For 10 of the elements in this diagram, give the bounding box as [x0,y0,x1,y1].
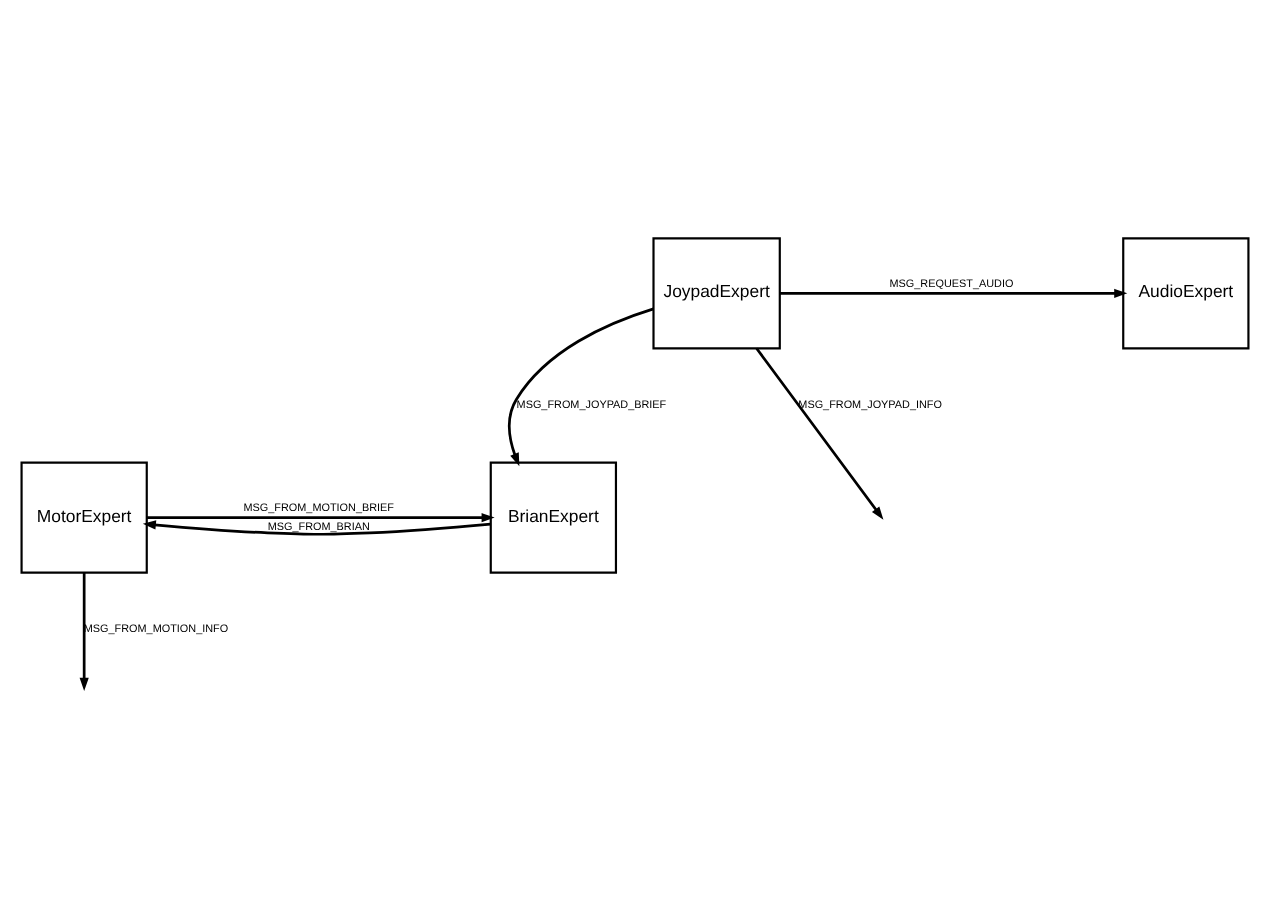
node-box: AudioExpert [1122,236,1250,349]
arrow [79,571,89,690]
arrow [507,306,654,466]
node-box: JoypadExpert [652,236,781,349]
arrow [779,287,1128,297]
node-box: BrianExpert [489,460,618,573]
node-box: MotorExpert [20,460,148,573]
arrow [755,346,884,519]
arrow [142,519,491,535]
arrow [146,512,495,522]
